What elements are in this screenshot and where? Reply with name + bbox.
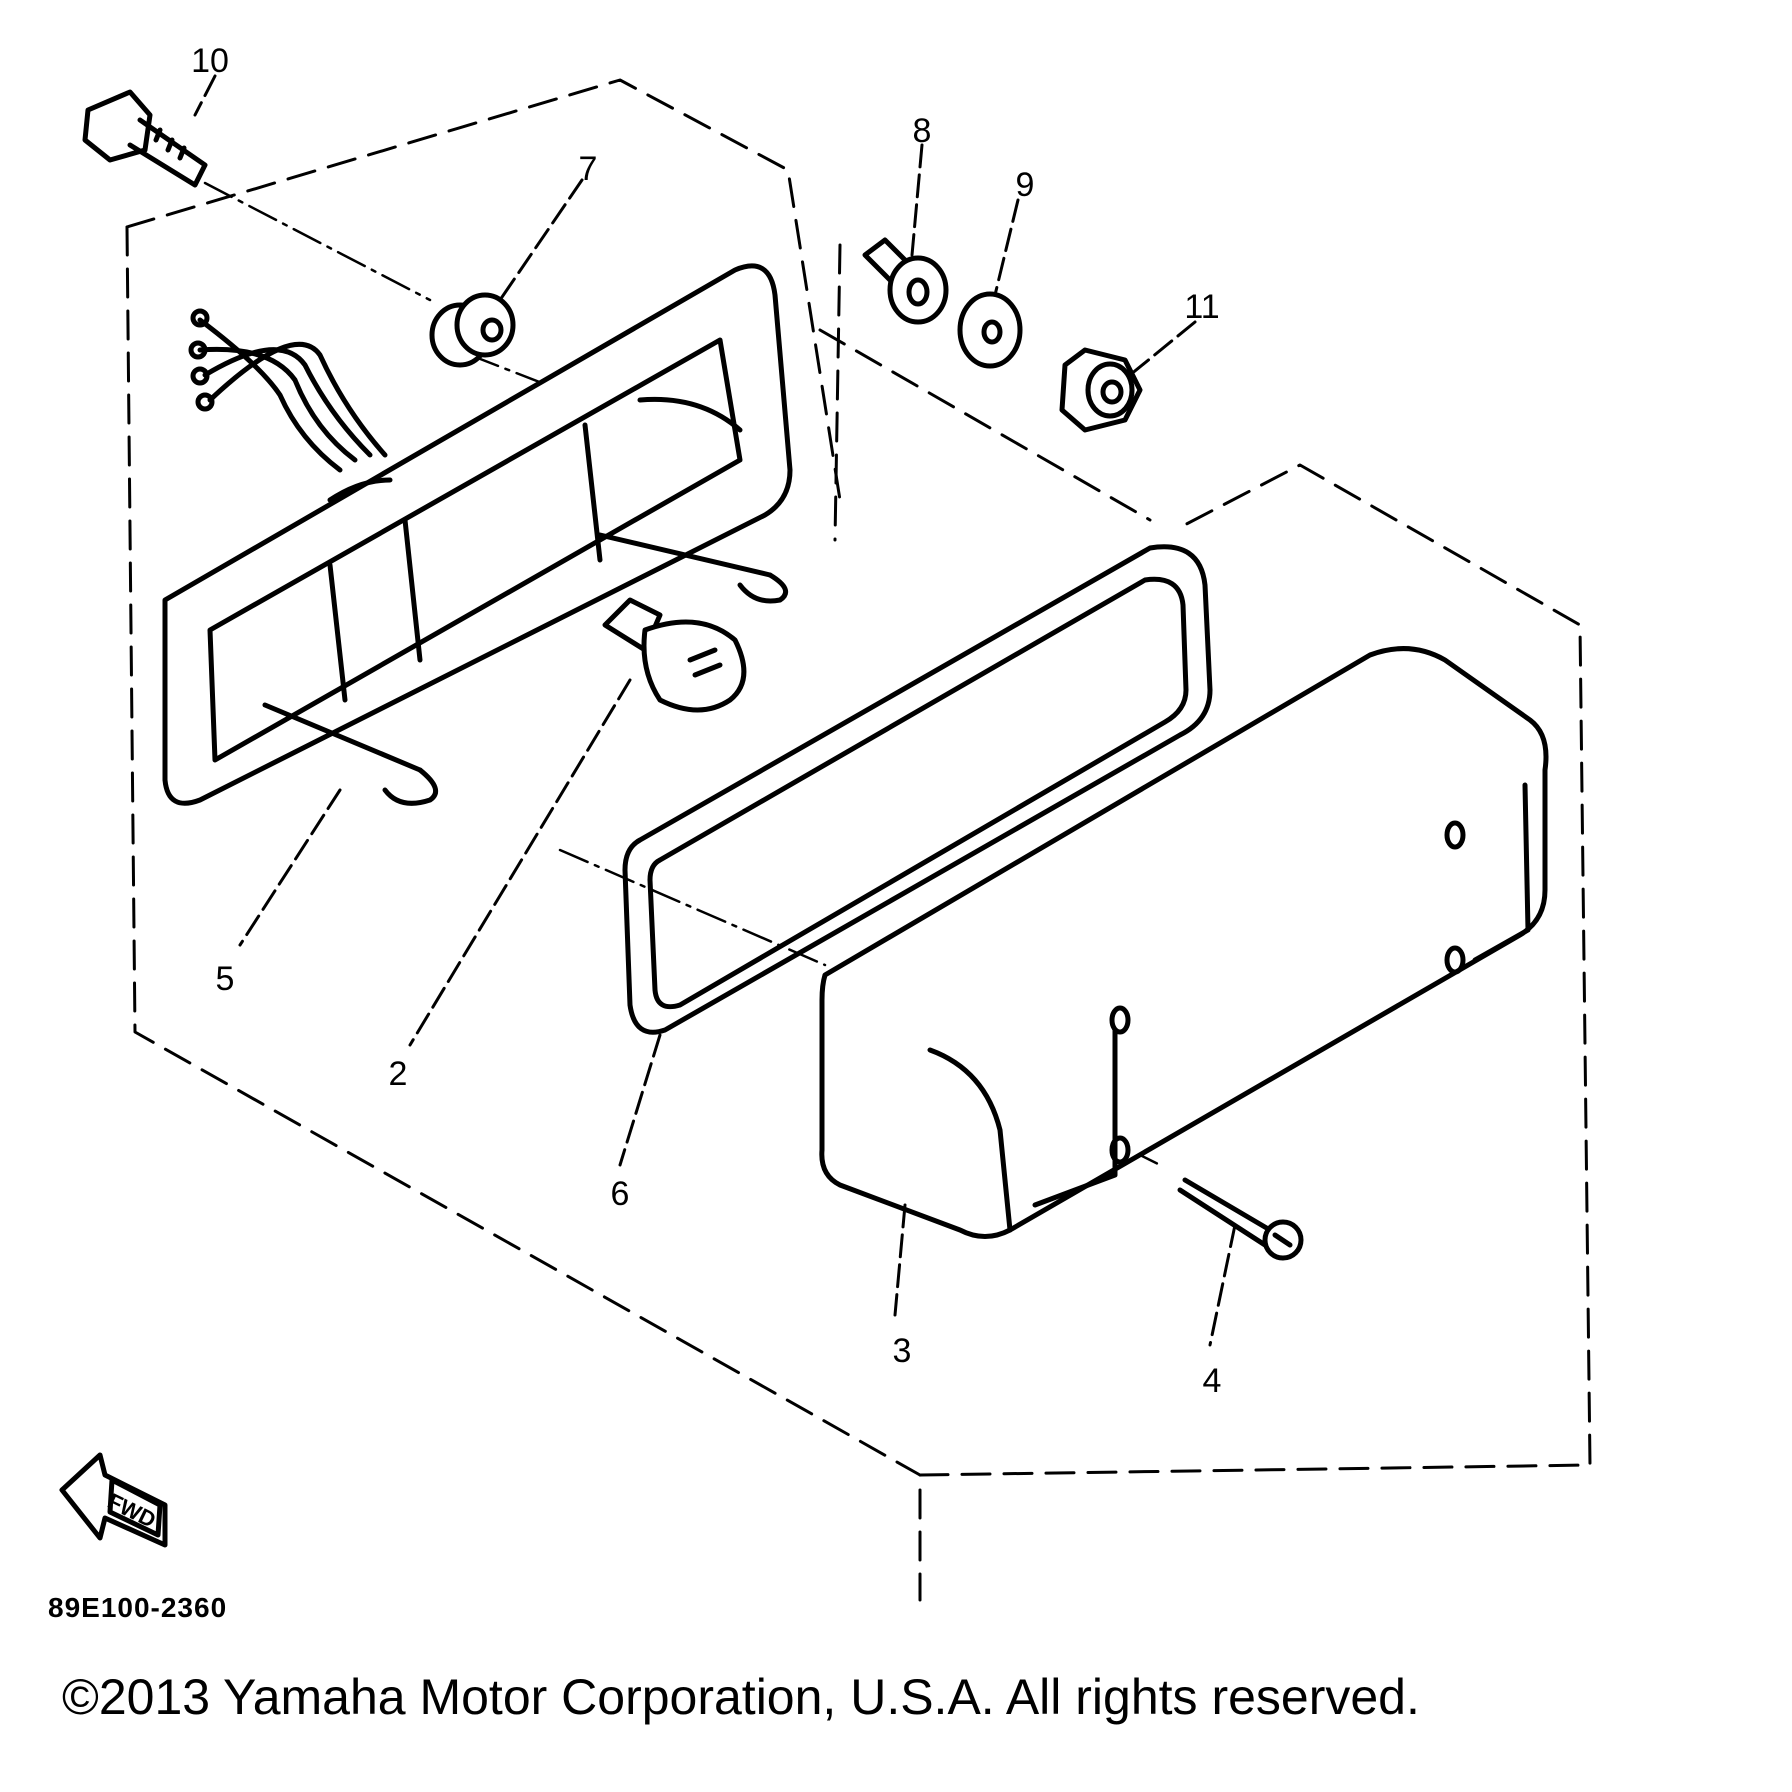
part-11-nut (1059, 347, 1143, 433)
part-2-bulb (602, 597, 747, 713)
diagram-code: 89E100-2360 (48, 1592, 228, 1623)
callout-5: 5 (216, 960, 235, 998)
part-4-screw (1177, 1177, 1304, 1261)
callout-8: 8 (913, 112, 932, 150)
callout-6: 6 (611, 1175, 630, 1213)
part-9-washer (957, 291, 1023, 369)
part-5-housing (162, 263, 793, 806)
callout-7: 7 (579, 150, 598, 188)
callout-11: 11 (1184, 288, 1219, 326)
callout-2: 2 (389, 1055, 408, 1093)
callout-10: 10 (191, 42, 229, 80)
fwd-arrow-icon (59, 1452, 168, 1548)
callout-3: 3 (893, 1332, 912, 1370)
part-10-bolt (82, 89, 208, 188)
part-8-collar (862, 237, 949, 325)
part-7-grommet (429, 292, 516, 368)
part-3-lens (819, 646, 1549, 1239)
copyright-notice: ©2013 Yamaha Motor Corporation, U.S.A. A… (62, 1669, 1420, 1725)
callout-9: 9 (1016, 166, 1035, 204)
assembly-boundary (125, 78, 1592, 1602)
callout-4: 4 (1203, 1362, 1222, 1400)
leader-lines (193, 74, 1237, 1347)
part-6-gasket (622, 544, 1213, 1035)
